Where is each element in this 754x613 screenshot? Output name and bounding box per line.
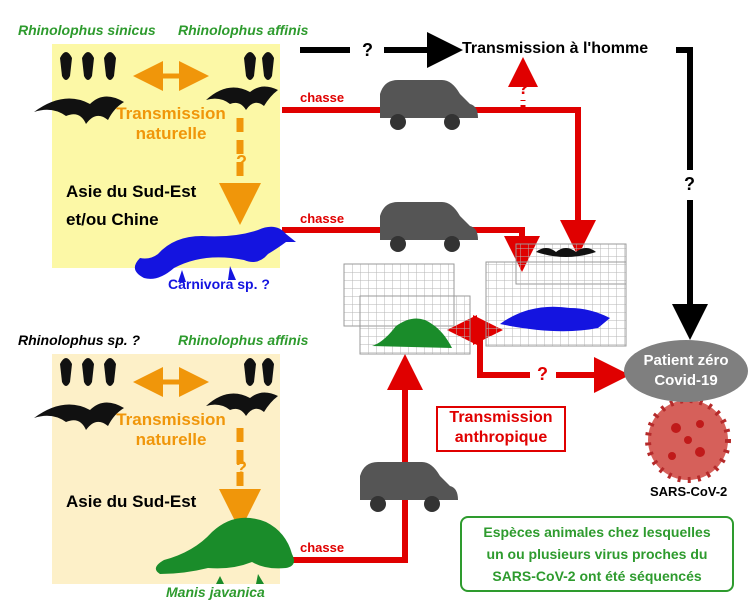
region-top-line1: Asie du Sud-Est xyxy=(66,182,197,201)
civet-silhouette xyxy=(134,226,296,282)
question-human-patient: ? xyxy=(684,174,695,194)
car-top xyxy=(380,80,478,130)
question-cage-to-human: ? xyxy=(518,78,529,98)
legend-line3: SARS-CoV-2 ont été séquencés xyxy=(492,568,702,584)
natural-transmission-line1: Transmission xyxy=(116,104,226,123)
species-label-rhinolophus-sp: Rhinolophus sp. ? xyxy=(18,332,141,348)
bat-group-sp xyxy=(34,358,124,430)
region-label-top: Asie du Sud-Est et/ou Chine xyxy=(66,178,196,234)
species-label-sinicus: Rhinolophus sinicus xyxy=(18,22,156,38)
bat-group-affinis-top xyxy=(206,52,278,110)
species-label-affinis-top: Rhinolophus affinis xyxy=(178,22,309,38)
legend-line1: Espèces animales chez lesquelles xyxy=(483,524,711,540)
chasse-label-middle: chasse xyxy=(300,211,345,226)
region-top-line2: et/ou Chine xyxy=(66,210,159,229)
natural-transmission-bottom: Transmission naturelle xyxy=(116,410,226,450)
chasse-label-top: chasse xyxy=(300,90,345,105)
natural-transmission-bottom-line2: naturelle xyxy=(135,430,207,449)
patient-zero-line2: Covid-19 xyxy=(654,372,718,389)
natural-transmission-top: Transmission naturelle xyxy=(116,104,226,144)
species-label-affinis-bottom: Rhinolophus affinis xyxy=(178,332,309,348)
virus-label: SARS-CoV-2 xyxy=(650,484,728,499)
patient-zero-line1: Patient zéro xyxy=(643,352,729,369)
bat-group-affinis-bottom xyxy=(206,358,278,416)
human-transmission-label: Transmission à l'homme xyxy=(462,40,649,57)
arrow-cages-to-patient xyxy=(477,340,630,393)
arrow-human-to-patient xyxy=(672,47,708,340)
natural-transmission-bottom-line1: Transmission xyxy=(116,410,226,429)
anthropic-line1: Transmission xyxy=(449,409,553,426)
virus-illustration xyxy=(645,397,731,483)
chasse-label-bottom: chasse xyxy=(300,540,345,555)
legend-box: Espèces animales chez lesquelles un ou p… xyxy=(460,516,734,592)
bat-group-sinicus xyxy=(34,52,124,124)
species-label-manis: Manis javanica xyxy=(166,584,265,600)
question-to-human: ? xyxy=(362,40,373,60)
species-label-carnivora: Carnivora sp. ? xyxy=(168,276,270,292)
cage-pangolin xyxy=(359,295,471,355)
natural-transmission-line2: naturelle xyxy=(135,124,207,143)
pangolin-silhouette xyxy=(155,517,294,584)
question-cage-to-patient: ? xyxy=(537,364,548,384)
question-bat-pangolin: ? xyxy=(236,458,247,478)
anthropic-line2: anthropique xyxy=(454,429,548,446)
region-label-bottom: Asie du Sud-Est xyxy=(66,488,196,516)
car-bottom xyxy=(360,462,458,512)
region-bottom-line1: Asie du Sud-Est xyxy=(66,492,197,511)
legend-line2: un ou plusieurs virus proches du xyxy=(486,546,708,562)
cage-civet xyxy=(485,261,627,347)
question-bat-civet: ? xyxy=(236,152,247,172)
arrow-chasse-pangolin xyxy=(282,354,423,563)
anthropic-transmission-box: Transmission anthropique xyxy=(436,406,566,452)
car-middle xyxy=(380,202,478,252)
patient-zero-badge: Patient zéro Covid-19 xyxy=(624,340,748,402)
